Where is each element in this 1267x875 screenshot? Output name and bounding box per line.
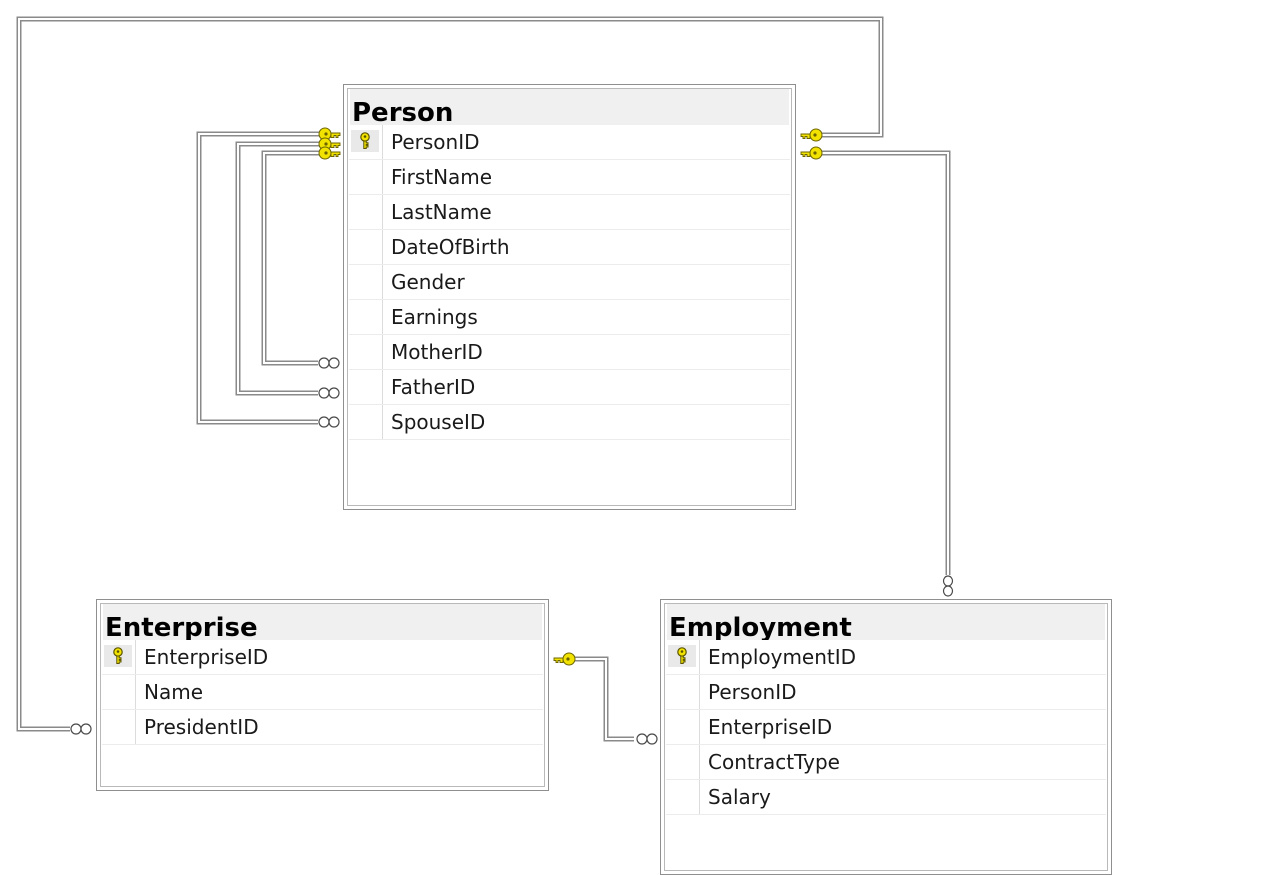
row-selector[interactable] [666,710,700,744]
column-row[interactable]: PresidentID [102,710,543,745]
column-name: EnterpriseID [144,645,269,669]
column-row[interactable]: PersonID [349,125,790,160]
row-selector[interactable] [666,640,700,674]
primary-key-icon [113,647,123,664]
column-name: FatherID [391,375,476,399]
row-selector[interactable] [349,300,383,334]
column-row[interactable]: DateOfBirth [349,230,790,265]
table-title[interactable]: Person [350,89,789,125]
column-row[interactable]: Name [102,675,543,710]
column-name: FirstName [391,165,493,189]
column-row[interactable]: EnterpriseID [666,710,1106,745]
column-name: DateOfBirth [391,235,510,259]
column-name: SpouseID [391,410,486,434]
table-employment[interactable]: Employment EmploymentID PersonID Enterpris… [660,599,1112,875]
row-selector[interactable] [349,265,383,299]
column-row[interactable]: PersonID [666,675,1106,710]
table-title[interactable]: Enterprise [103,604,542,640]
infinity-icon [318,416,340,428]
key-icon [318,146,341,160]
row-selector[interactable] [349,195,383,229]
column-name: LastName [391,200,492,224]
table-title[interactable]: Employment [667,604,1105,640]
row-selector[interactable] [349,370,383,404]
table-frame [100,603,545,787]
column-name: PresidentID [144,715,259,739]
infinity-icon [70,723,92,735]
column-row[interactable]: FatherID [349,370,790,405]
column-row[interactable]: Earnings [349,300,790,335]
column-name: PersonID [708,680,797,704]
column-name: ContractType [708,750,840,774]
key-icon [800,146,823,160]
relationship-employment-enterprise [568,656,634,742]
column-row[interactable]: ContractType [666,745,1106,780]
column-name: Name [144,680,204,704]
table-frame [347,88,792,506]
row-selector[interactable] [666,780,700,814]
row-selector[interactable] [666,675,700,709]
row-selector[interactable] [102,675,136,709]
key-icon [800,128,823,142]
row-selector[interactable] [349,335,383,369]
relationship-mother [261,150,322,366]
relationship-employment-person [818,150,951,575]
row-selector[interactable] [349,125,383,159]
column-row[interactable]: EnterpriseID [102,640,543,675]
column-row[interactable]: EmploymentID [666,640,1106,675]
row-selector[interactable] [102,710,136,744]
column-row[interactable]: Gender [349,265,790,300]
column-row[interactable]: SpouseID [349,405,790,440]
relationship-president [16,16,884,732]
column-row[interactable]: MotherID [349,335,790,370]
infinity-icon [636,733,658,745]
primary-key-icon [360,132,370,149]
infinity-icon [318,387,340,399]
key-icon [553,652,576,666]
row-selector[interactable] [349,230,383,264]
column-name: MotherID [391,340,483,364]
infinity-icon [942,575,954,597]
infinity-icon [318,357,340,369]
row-selector[interactable] [349,405,383,439]
column-name: EnterpriseID [708,715,833,739]
row-selector[interactable] [102,640,136,674]
row-selector[interactable] [666,745,700,779]
column-row[interactable]: FirstName [349,160,790,195]
column-name: EmploymentID [708,645,857,669]
relationship-spouse [196,131,322,425]
column-name: Gender [391,270,465,294]
column-list: EmploymentID PersonID EnterpriseID Contract… [666,640,1106,815]
column-row[interactable]: LastName [349,195,790,230]
column-name: Earnings [391,305,478,329]
row-selector[interactable] [349,160,383,194]
column-name: Salary [708,785,771,809]
relationship-father [235,141,322,396]
column-row[interactable]: Salary [666,780,1106,815]
primary-key-icon [677,647,687,664]
column-name: PersonID [391,130,480,154]
